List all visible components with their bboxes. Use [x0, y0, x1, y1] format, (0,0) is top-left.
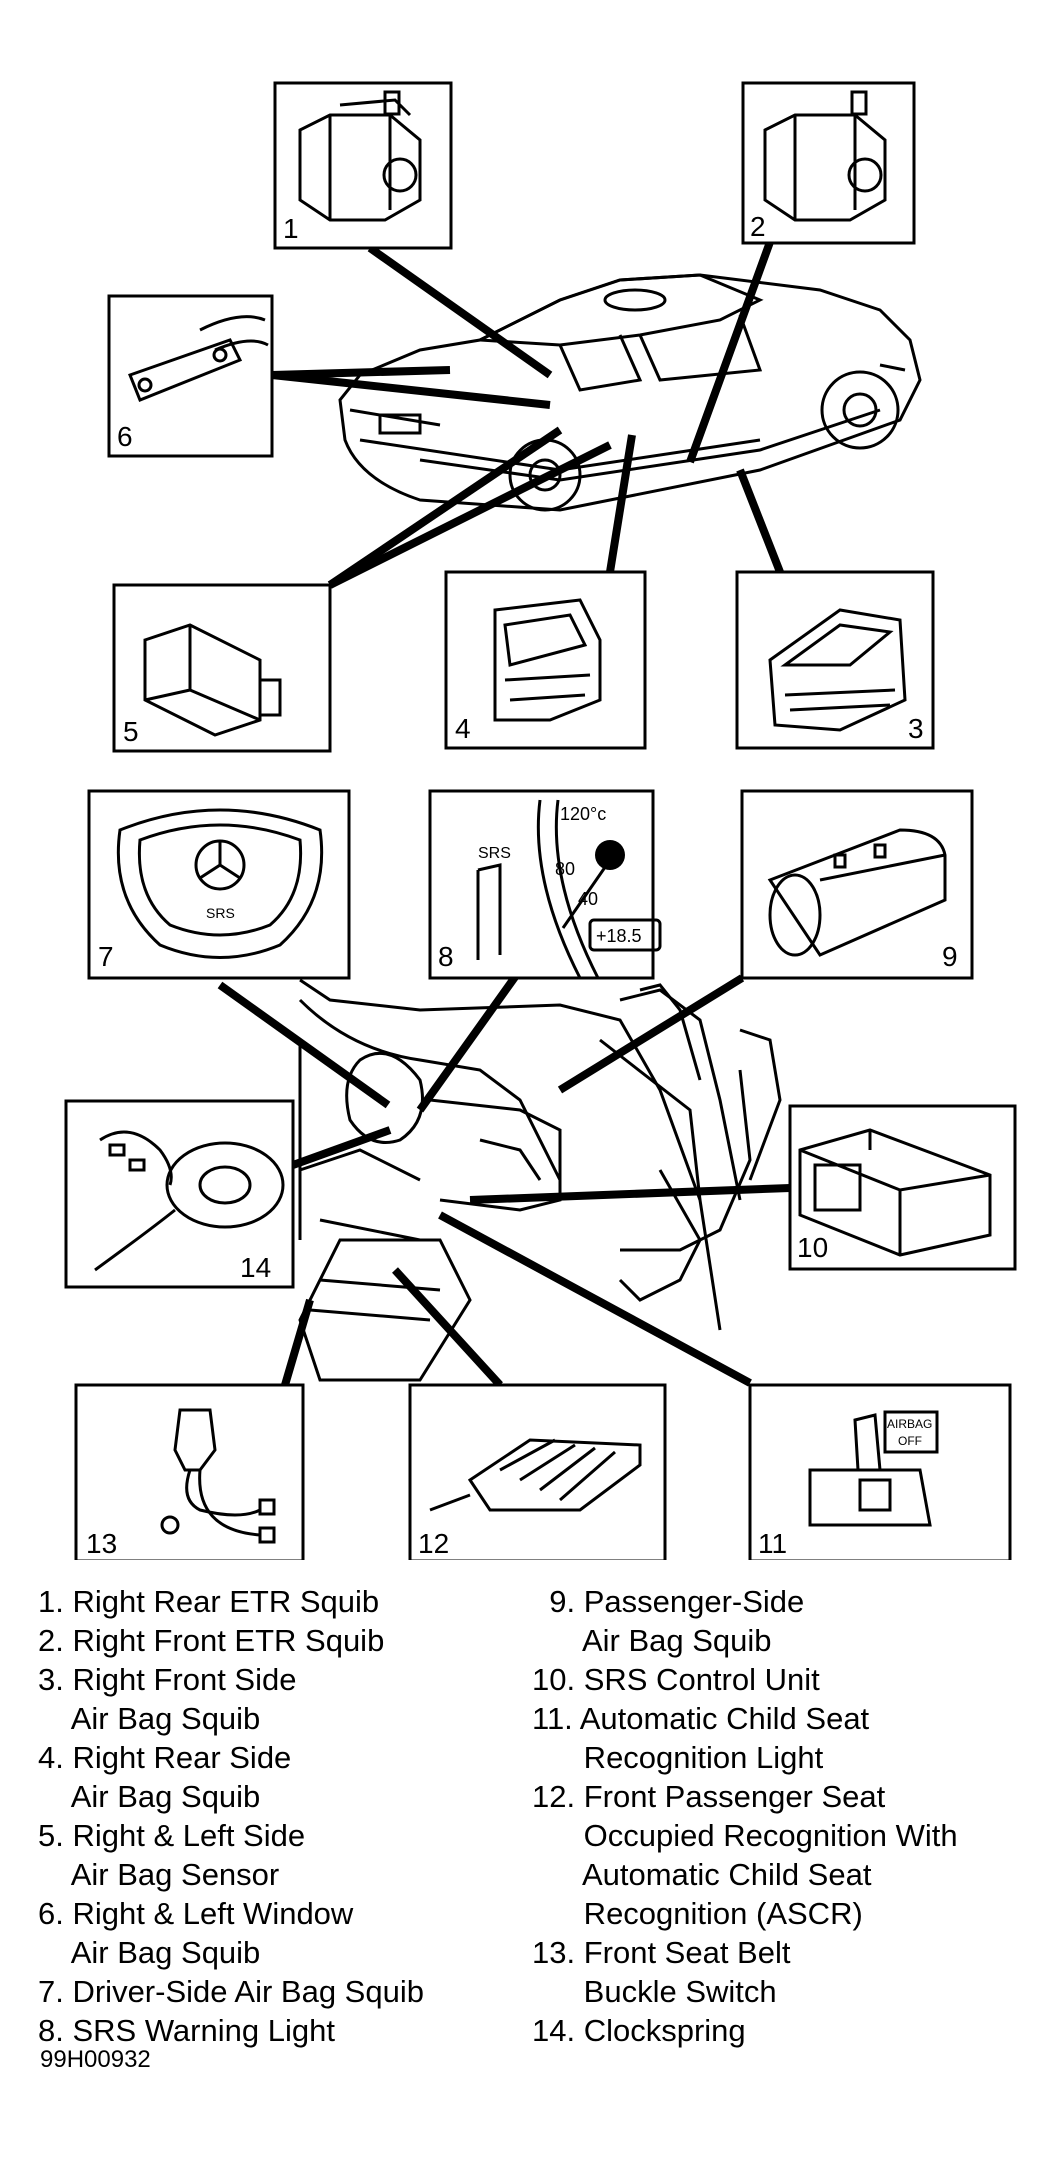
- callout-number: 8: [438, 941, 454, 972]
- rear-door-icon: [493, 598, 602, 722]
- legend-item: 11. Automatic Child Seat: [532, 1701, 870, 1736]
- inset-box-10: 10: [788, 1104, 1017, 1271]
- legend-item: Air Bag Sensor: [38, 1857, 280, 1892]
- legend-item: 4. Right Rear Side: [38, 1740, 292, 1775]
- legend-item: Air Bag Squib: [38, 1779, 261, 1814]
- callout-number: 9: [942, 941, 958, 972]
- callout-number: 12: [418, 1528, 449, 1559]
- callout-number: 6: [117, 421, 133, 452]
- legend-item: Air Bag Squib: [38, 1701, 261, 1736]
- callout-number: 10: [797, 1232, 828, 1263]
- passenger-airbag-icon: [767, 828, 947, 957]
- front-door-icon: [768, 608, 907, 732]
- inset-box-3: 3: [735, 570, 935, 750]
- callout-number: 2: [750, 211, 766, 242]
- legend-item: 8. SRS Warning Light: [38, 2013, 335, 2048]
- inset-box-5: 5: [112, 583, 332, 753]
- cluster-icon: [476, 799, 662, 979]
- legend-item: 7. Driver-Side Air Bag Squib: [38, 1974, 424, 2009]
- callout-number: 1: [283, 213, 299, 244]
- callout-number: 13: [86, 1528, 117, 1559]
- legend-item: 1. Right Rear ETR Squib: [38, 1584, 380, 1619]
- clockspring-icon: [94, 1130, 285, 1272]
- legend-item: Air Bag Squib: [532, 1623, 772, 1658]
- control-unit-icon: [798, 1128, 992, 1257]
- callout-number: 14: [240, 1252, 271, 1283]
- etr-squib-icon: [763, 90, 887, 222]
- figure-code: 99H00932: [40, 2046, 151, 2073]
- legend-item: Buckle Switch: [532, 1974, 777, 2009]
- inset-box-12: 12: [408, 1383, 667, 1560]
- inset-box-11: AIRBAG OFF 11: [748, 1383, 1012, 1560]
- buckle-switch-icon: [160, 1408, 276, 1544]
- legend-item: 3. Right Front Side: [38, 1662, 297, 1697]
- inset-box-6: 6: [107, 294, 274, 458]
- srs-badge: SRS: [206, 905, 235, 921]
- legend-item: 12. Front Passenger Seat: [532, 1779, 886, 1814]
- inset-box-13: 13: [74, 1383, 305, 1560]
- legend-item: 9. Passenger-Side: [532, 1584, 805, 1619]
- airbag-off-label-2: OFF: [898, 1434, 922, 1448]
- interior-illustration: [298, 978, 782, 1382]
- legend-item: Air Bag Squib: [38, 1935, 261, 1970]
- legend-item: Recognition Light: [532, 1740, 824, 1775]
- inset-box-1: 1: [273, 81, 453, 250]
- inset-box-9: 9: [740, 789, 974, 980]
- inset-box-2: 2: [741, 81, 916, 245]
- etr-squib-icon: [298, 90, 422, 222]
- legend-item: 10. SRS Control Unit: [532, 1662, 820, 1697]
- legend-item: Automatic Child Seat: [532, 1857, 872, 1892]
- temp-label-40: 40: [578, 889, 598, 909]
- temp-label-80: 80: [555, 859, 575, 879]
- callout-number: 11: [758, 1528, 787, 1559]
- airbag-off-label-1: AIRBAG: [887, 1417, 932, 1431]
- callout-number: 4: [455, 713, 471, 744]
- callout-number: 3: [908, 713, 924, 744]
- legend-item: Recognition (ASCR): [532, 1896, 863, 1931]
- legend-item: 2. Right Front ETR Squib: [38, 1623, 385, 1658]
- warning-lamp-dot: [595, 840, 625, 870]
- callout-number: 5: [123, 716, 139, 747]
- legend-item: 14. Clockspring: [532, 2013, 746, 2048]
- sensor-icon: [143, 623, 282, 737]
- inset-box-7: SRS 7: [87, 789, 351, 980]
- legend-item: 5. Right & Left Side: [38, 1818, 306, 1853]
- callout-number: 7: [98, 941, 114, 972]
- temp-label-120: 120°c: [560, 804, 606, 824]
- steering-airbag-icon: [116, 808, 324, 959]
- legend-item: 13. Front Seat Belt: [532, 1935, 791, 1970]
- shifter-console-icon: [808, 1410, 939, 1527]
- seat-mat-icon: [429, 1438, 642, 1512]
- legend-item: 6. Right & Left Window: [38, 1896, 354, 1931]
- inset-box-14: 14: [64, 1099, 295, 1289]
- readout-label: +18.5: [596, 926, 642, 946]
- window-airbag-icon: [128, 315, 269, 402]
- srs-component-diagram: 1 2 6 5: [64, 81, 1017, 1560]
- legend-item: Occupied Recognition With: [532, 1818, 958, 1853]
- inset-box-8: 120°c 80 40 SRS +18.5 8: [428, 789, 662, 980]
- leader-lines: [217, 240, 791, 1388]
- inset-box-4: 4: [444, 570, 647, 750]
- srs-label: SRS: [478, 845, 511, 862]
